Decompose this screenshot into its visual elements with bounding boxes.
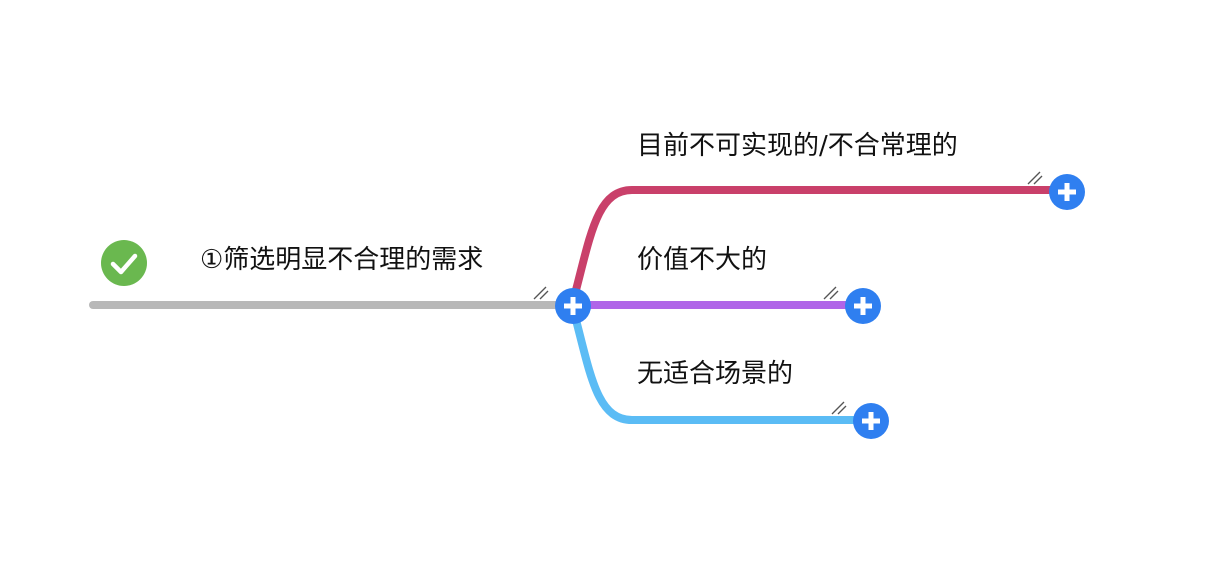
branch-line-1 bbox=[568, 186, 1066, 307]
expand-button-branch-3[interactable] bbox=[853, 403, 889, 439]
expand-button-branch-2[interactable] bbox=[845, 288, 881, 324]
branch-topic-label-1[interactable]: 目前不可实现的/不合常理的 bbox=[637, 131, 958, 161]
expand-button-branch-1[interactable] bbox=[1049, 174, 1085, 210]
branch-line-3 bbox=[568, 303, 870, 424]
resize-handle-icon[interactable] bbox=[533, 171, 1043, 415]
expand-button-root[interactable] bbox=[555, 288, 591, 324]
check-circle-icon bbox=[101, 240, 147, 286]
root-topic-label[interactable]: ①筛选明显不合理的需求 bbox=[200, 245, 484, 275]
branch-topic-label-3[interactable]: 无适合场景的 bbox=[637, 359, 794, 389]
branch-topic-label-2[interactable]: 价值不大的 bbox=[637, 245, 768, 275]
